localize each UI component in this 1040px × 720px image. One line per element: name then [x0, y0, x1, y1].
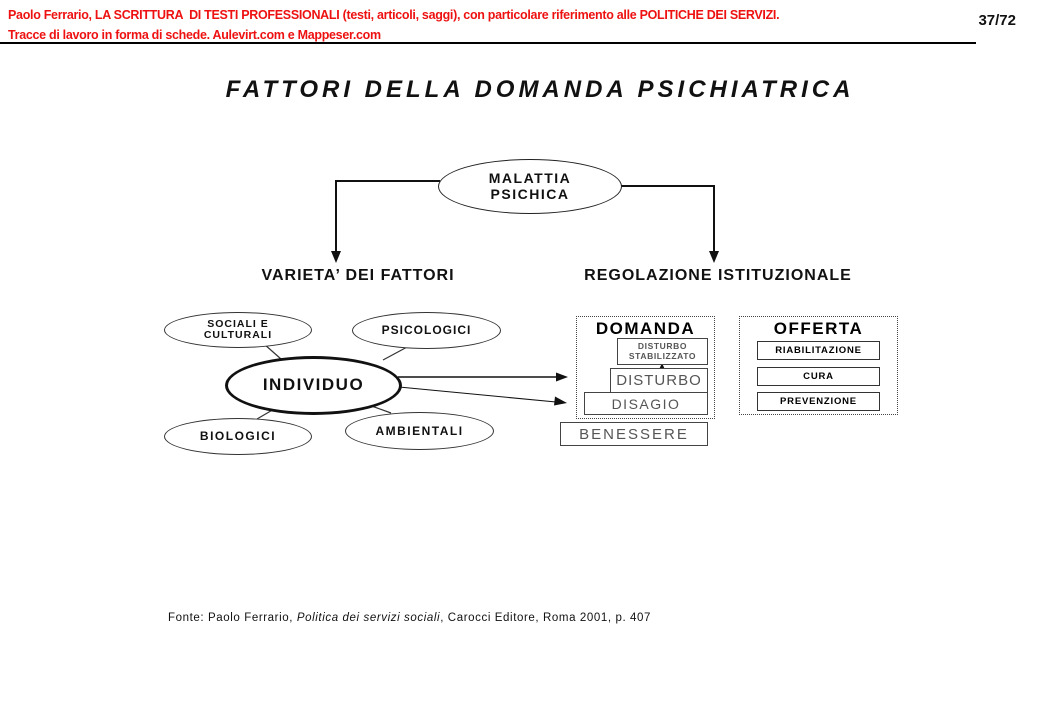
citation-book-title: Politica dei servizi sociali: [296, 612, 441, 624]
header-divider: [0, 42, 976, 44]
citation-suffix: , Carocci Editore, Roma 2001, p. 407: [440, 612, 652, 624]
arrowhead-left-branch: [331, 251, 341, 263]
label-varieta-dei-fattori: VARIETA’ DEI FATTORI: [261, 267, 455, 284]
box-disturbo-stabilizzato: DISTURBO STABILIZZATO: [617, 338, 708, 365]
box-disturbo: DISTURBO: [610, 368, 708, 393]
connector-root-to-right: [620, 185, 715, 253]
label-regolazione-istituzionale: REGOLAZIONE ISTITUZIONALE: [584, 267, 852, 284]
arrowhead-individuo-disturbo: [556, 372, 568, 382]
node-biologici: BIOLOGICI: [164, 418, 312, 455]
group-offerta-title: OFFERTA: [773, 319, 864, 338]
source-citation: Fonte: Paolo Ferrario, Politica dei serv…: [168, 612, 651, 624]
arrowhead-right-branch: [709, 251, 719, 263]
box-riabilitazione: RIABILITAZIONE: [757, 341, 880, 360]
link-psicologici-individuo: [382, 345, 410, 361]
box-cura: CURA: [757, 367, 880, 386]
node-malattia-line1: MALATTIA: [488, 170, 572, 187]
node-individuo: INDIVIDUO: [225, 356, 402, 415]
node-sociali-line2: CULTURALI: [203, 329, 273, 341]
node-psicologici: PSICOLOGICI: [352, 312, 501, 349]
node-sociali-culturali: SOCIALI E CULTURALI: [164, 312, 312, 348]
group-offerta: OFFERTA: [739, 316, 898, 415]
node-malattia-line2: PSICHICA: [490, 185, 570, 202]
box-disturbo-stabilizzato-line2: STABILIZZATO: [628, 350, 697, 361]
node-malattia-psichica: MALATTIA PSICHICA: [438, 159, 622, 214]
box-prevenzione: PREVENZIONE: [757, 392, 880, 411]
group-domanda-title: DOMANDA: [595, 319, 696, 338]
group-domanda: DOMANDA: [576, 316, 715, 419]
citation-prefix: Fonte: Paolo Ferrario,: [168, 612, 297, 624]
page-number: 37/72: [978, 12, 1016, 29]
slide-title: FATTORI DELLA DOMANDA PSICHIATRICA: [225, 76, 855, 103]
header-line-2: Tracce di lavoro in forma di schede. Aul…: [8, 28, 381, 42]
header-line-1: Paolo Ferrario, LA SCRITTURA DI TESTI PR…: [8, 8, 780, 22]
node-ambientali: AMBIENTALI: [345, 412, 494, 450]
node-sociali-line1: SOCIALI E: [207, 317, 269, 330]
box-disturbo-stabilizzato-line1: DISTURBO: [637, 340, 688, 351]
box-disagio: DISAGIO: [584, 392, 708, 415]
connector-root-to-left: [335, 180, 440, 253]
box-benessere: BENESSERE: [560, 422, 708, 446]
arrowhead-individuo-disagio: [554, 396, 567, 406]
arrow-individuo-disagio: [398, 386, 557, 403]
